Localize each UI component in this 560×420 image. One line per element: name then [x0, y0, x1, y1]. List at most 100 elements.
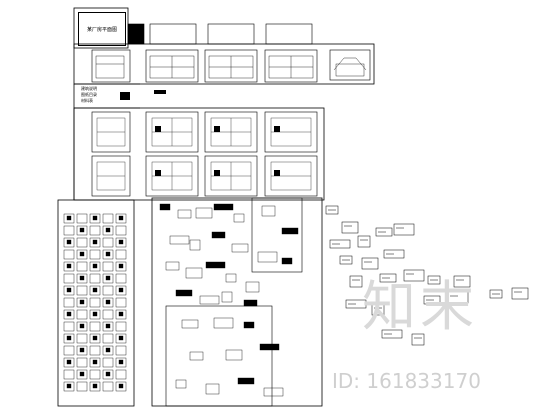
central-detail-block	[205, 383, 220, 395]
detail-mark	[92, 239, 98, 245]
detail-thumbnail	[115, 273, 127, 284]
detail-thumbnail	[115, 381, 127, 392]
detail-thumbnail-grid	[63, 213, 127, 392]
detail-thumbnail	[76, 333, 88, 344]
detail-mark	[66, 239, 72, 245]
central-detail-block	[263, 387, 284, 397]
detail-thumbnail	[115, 309, 127, 320]
detail-mark	[79, 251, 85, 257]
detail-thumbnail	[115, 249, 127, 260]
detail-thumbnail	[102, 345, 114, 356]
central-detail-block	[185, 267, 203, 279]
central-detail-marks	[159, 203, 299, 397]
detail-thumbnail	[89, 225, 101, 236]
detail-mark	[79, 347, 85, 353]
central-detail-block	[281, 227, 299, 235]
scattered-detail	[345, 299, 367, 309]
detail-thumbnail	[115, 297, 127, 308]
detail-thumbnail	[102, 249, 114, 260]
detail-thumbnail	[63, 249, 75, 260]
detail-mark	[66, 335, 72, 341]
central-detail-block	[259, 343, 280, 351]
detail-thumbnail	[102, 237, 114, 248]
detail-mark	[66, 383, 72, 389]
detail-thumbnail	[115, 213, 127, 224]
detail-mark	[105, 299, 111, 305]
detail-thumbnail	[63, 381, 75, 392]
scattered-detail	[375, 227, 393, 237]
detail-thumbnail	[76, 297, 88, 308]
scattered-detail	[341, 221, 359, 234]
detail-mark	[118, 263, 124, 269]
detail-thumbnail	[102, 273, 114, 284]
detail-mark	[105, 251, 111, 257]
detail-mark	[66, 215, 72, 221]
central-detail-block	[199, 295, 220, 305]
central-detail-block	[195, 207, 213, 219]
central-detail-block	[159, 203, 171, 211]
detail-thumbnail	[102, 213, 114, 224]
note-line: 图纸目录	[81, 92, 97, 97]
detail-thumbnail	[89, 345, 101, 356]
detail-thumbnail	[89, 369, 101, 380]
detail-thumbnail	[102, 369, 114, 380]
detail-mark	[66, 359, 72, 365]
detail-thumbnail	[102, 381, 114, 392]
detail-thumbnail	[115, 285, 127, 296]
central-subframe	[251, 197, 303, 273]
central-detail-block	[165, 261, 180, 271]
detail-thumbnail	[89, 273, 101, 284]
detail-thumbnail	[76, 321, 88, 332]
central-detail-block	[281, 257, 293, 265]
detail-thumbnail	[63, 285, 75, 296]
central-detail-block	[225, 273, 237, 283]
detail-thumbnail	[76, 309, 88, 320]
detail-mark	[79, 323, 85, 329]
detail-mark	[118, 383, 124, 389]
detail-mark	[79, 227, 85, 233]
detail-thumbnail	[89, 285, 101, 296]
scattered-detail	[393, 223, 415, 236]
detail-thumbnail	[102, 321, 114, 332]
scattered-detail	[411, 333, 425, 346]
detail-mark	[92, 359, 98, 365]
detail-thumbnail	[76, 381, 88, 392]
detail-thumbnail	[63, 261, 75, 272]
central-detail-block	[189, 351, 204, 361]
detail-mark	[105, 371, 111, 377]
central-detail-block	[213, 317, 234, 329]
note-line: 建筑说明	[81, 86, 97, 91]
detail-thumbnail	[89, 261, 101, 272]
detail-mark	[118, 239, 124, 245]
detail-thumbnail	[115, 357, 127, 368]
central-detail-block	[175, 289, 193, 297]
detail-thumbnail	[102, 333, 114, 344]
detail-mark	[92, 311, 98, 317]
central-detail-block	[243, 299, 258, 307]
scattered-detail	[349, 275, 363, 288]
detail-thumbnail	[76, 285, 88, 296]
detail-mark	[92, 383, 98, 389]
central-detail-block	[189, 239, 201, 251]
detail-thumbnail	[89, 213, 101, 224]
detail-thumbnail	[115, 369, 127, 380]
detail-thumbnail	[76, 261, 88, 272]
detail-thumbnail	[89, 381, 101, 392]
detail-thumbnail	[89, 357, 101, 368]
detail-thumbnail	[76, 369, 88, 380]
central-detail-block	[231, 243, 249, 253]
detail-thumbnail	[63, 357, 75, 368]
detail-thumbnail	[63, 309, 75, 320]
detail-mark	[66, 263, 72, 269]
scattered-detail	[329, 239, 351, 249]
detail-thumbnail	[63, 273, 75, 284]
detail-thumbnail	[102, 285, 114, 296]
drawing-title: 某厂房平面图	[78, 12, 126, 46]
central-detail-block	[205, 261, 226, 269]
scattered-detail	[381, 329, 403, 339]
detail-thumbnail	[76, 225, 88, 236]
middle-sheet-band-frame	[73, 107, 325, 201]
floor-plan-row-top	[91, 49, 371, 83]
detail-thumbnail	[63, 225, 75, 236]
